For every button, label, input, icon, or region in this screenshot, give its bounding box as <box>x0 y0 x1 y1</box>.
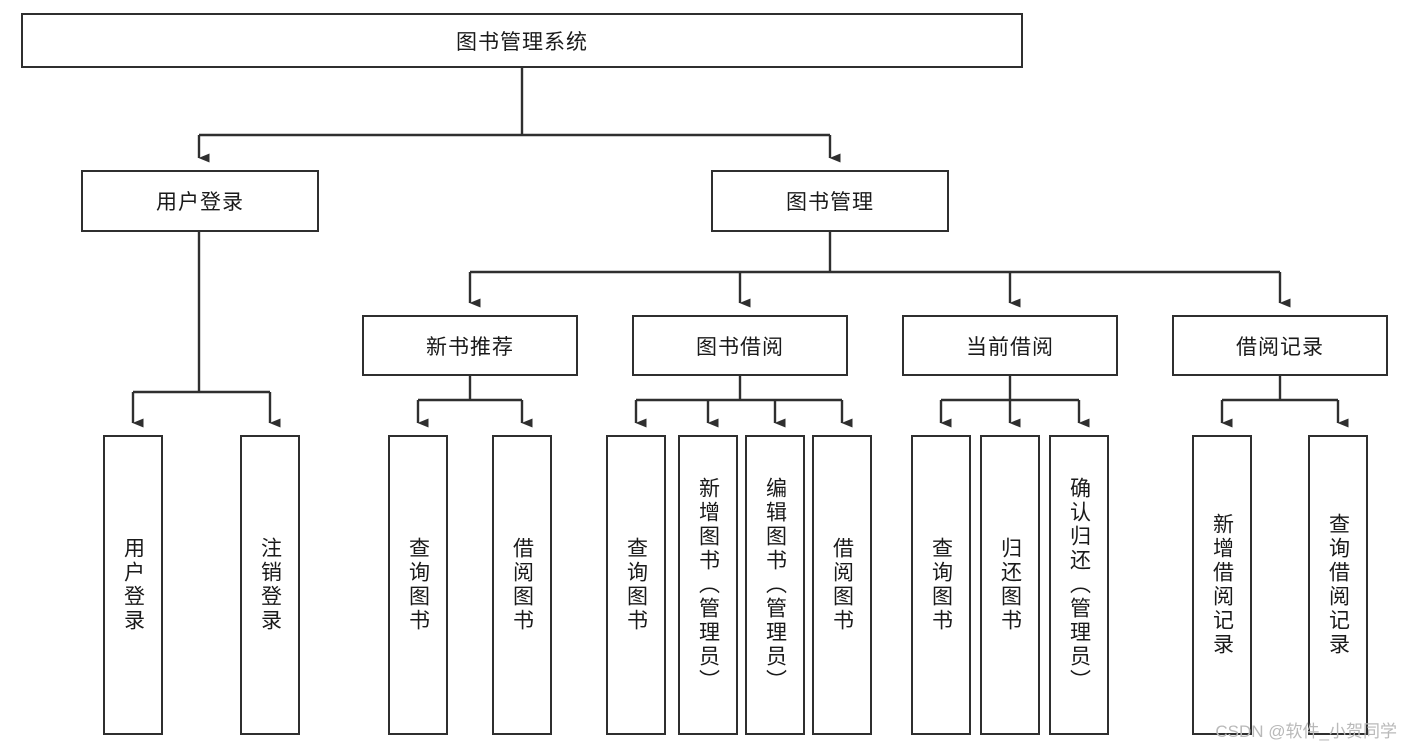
leaf-recommend-query-book[interactable]: 查询图书 <box>388 435 448 735</box>
leaf-current-confirm-return-admin[interactable]: 确认归还（管理员） <box>1049 435 1109 735</box>
node-new-book-recommend[interactable]: 新书推荐 <box>362 315 578 376</box>
leaf-user-login-login[interactable]: 用户登录 <box>103 435 163 735</box>
leaf-borrow-borrow-book[interactable]: 借阅图书 <box>812 435 872 735</box>
node-book-borrow[interactable]: 图书借阅 <box>632 315 848 376</box>
node-book-management[interactable]: 图书管理 <box>711 170 949 232</box>
leaf-record-add-record[interactable]: 新增借阅记录 <box>1192 435 1252 735</box>
leaf-borrow-query-book[interactable]: 查询图书 <box>606 435 666 735</box>
leaf-borrow-edit-book-admin[interactable]: 编辑图书（管理员） <box>745 435 805 735</box>
leaf-record-query-record[interactable]: 查询借阅记录 <box>1308 435 1368 735</box>
node-user-login[interactable]: 用户登录 <box>81 170 319 232</box>
leaf-recommend-borrow-book[interactable]: 借阅图书 <box>492 435 552 735</box>
leaf-borrow-add-book-admin[interactable]: 新增图书（管理员） <box>678 435 738 735</box>
node-current-borrow[interactable]: 当前借阅 <box>902 315 1118 376</box>
watermark-text: CSDN @软件_小贺同学 <box>1215 722 1397 741</box>
node-borrow-record[interactable]: 借阅记录 <box>1172 315 1388 376</box>
leaf-current-query-book[interactable]: 查询图书 <box>911 435 971 735</box>
leaf-current-return-book[interactable]: 归还图书 <box>980 435 1040 735</box>
leaf-user-login-logout[interactable]: 注销登录 <box>240 435 300 735</box>
node-root-system[interactable]: 图书管理系统 <box>21 13 1023 68</box>
